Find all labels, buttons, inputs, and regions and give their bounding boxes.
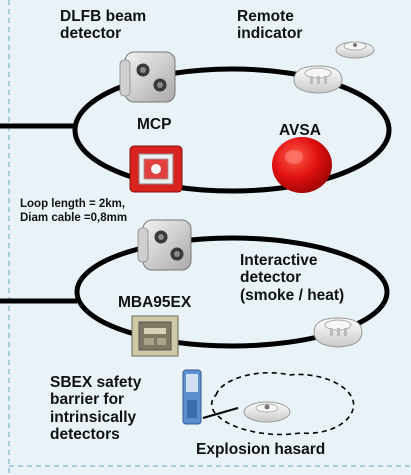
- remote-indicator-icon: [335, 41, 375, 59]
- beam-detector-icon: [137, 219, 192, 271]
- upper-loop-line: [0, 66, 392, 194]
- smoke-detector-icon: [313, 317, 363, 348]
- label-loop-length: Loop length = 2km, Diam cable =0,8mm: [20, 198, 128, 224]
- barrier-cable: [202, 407, 239, 419]
- label-sbex-barrier: SBEX safety barrier for intrinsically de…: [50, 374, 142, 444]
- label-dlfb-beam-detector: DLFB beam detector: [60, 8, 147, 43]
- sounder-icon: [272, 137, 332, 193]
- label-explosion-hazard: Explosion hasard: [196, 441, 326, 458]
- label-avsa: AVSA: [279, 122, 321, 139]
- smoke-detector-icon: [293, 65, 343, 94]
- lower-loop-line: [0, 235, 390, 349]
- beam-detector-icon: [119, 51, 176, 103]
- label-interactive-detector: Interactive detector (smoke / heat): [240, 252, 345, 304]
- manual-call-point-icon: [129, 145, 183, 193]
- label-remote-indicator: Remote indicator: [237, 8, 303, 43]
- label-mba95ex: MBA95EX: [118, 294, 192, 311]
- interface-module-icon: [131, 315, 179, 357]
- ex-detector-icon: [243, 401, 291, 423]
- explosion-hazard-zone: [210, 371, 355, 436]
- safety-barrier-icon: [182, 369, 202, 425]
- dashed-frame: [8, 0, 411, 475]
- label-mcp: MCP: [137, 116, 172, 133]
